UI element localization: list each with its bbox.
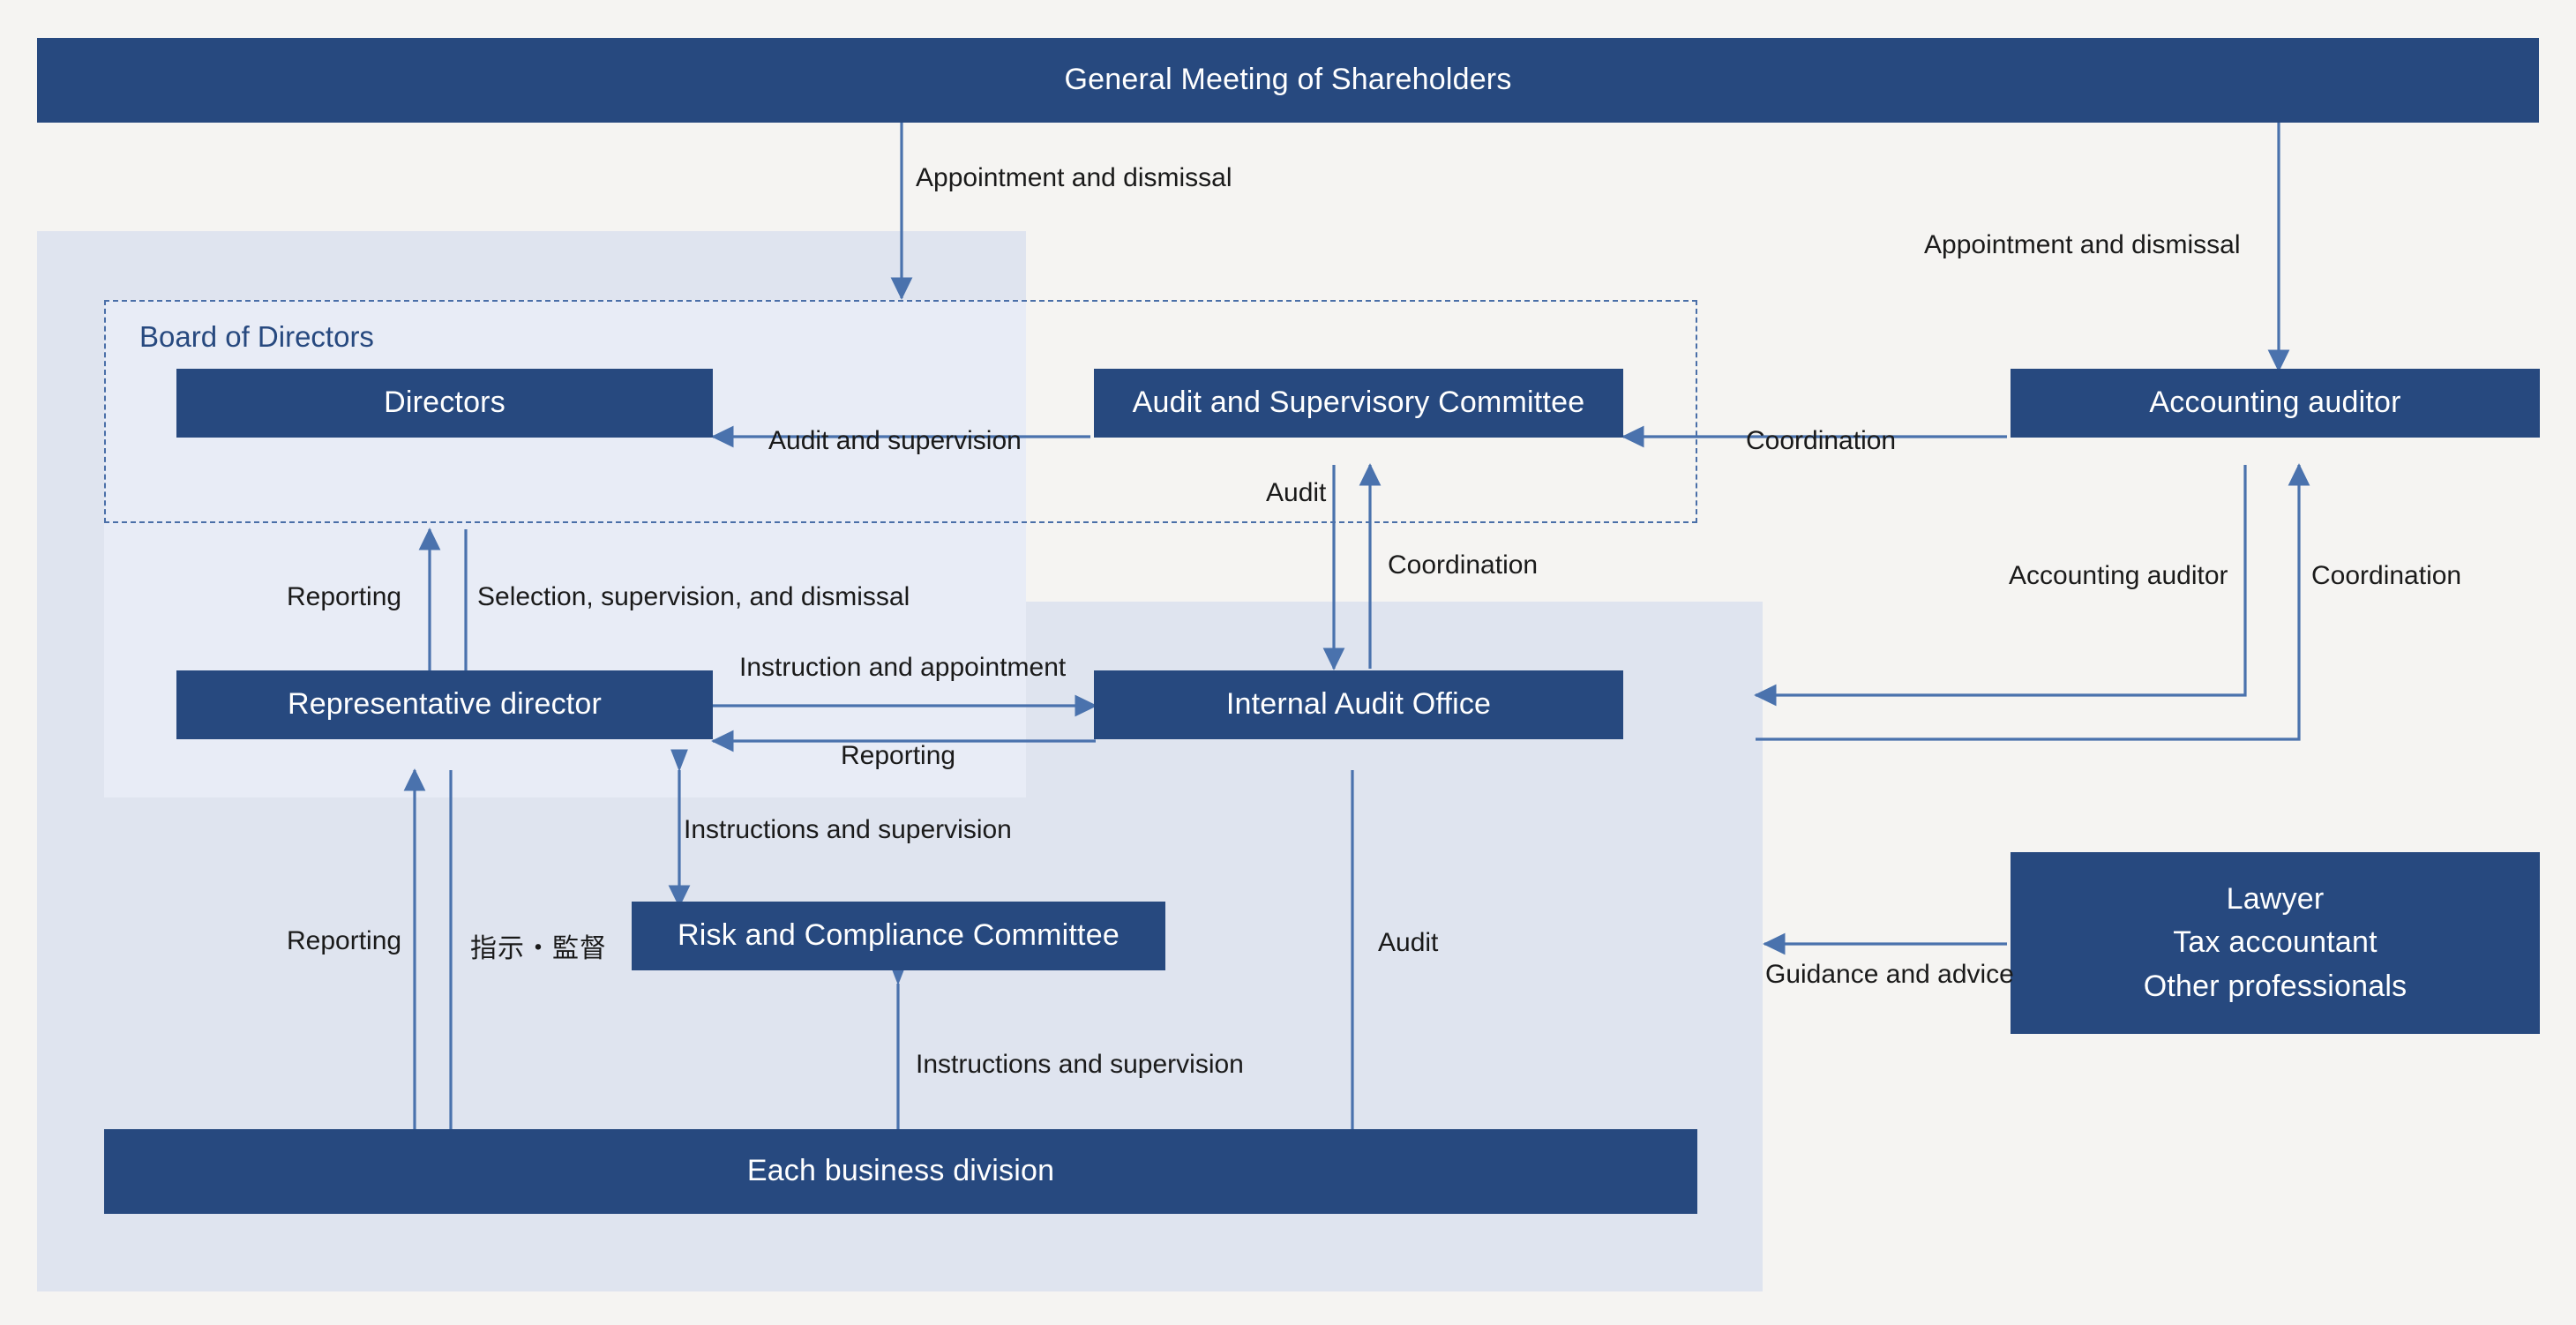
label-instructions-supervision-division: Instructions and supervision (916, 1050, 1244, 1079)
label-selection-supervision-dismissal: Selection, supervision, and dismissal (477, 582, 910, 611)
board-of-directors-group (104, 300, 1697, 523)
label-reporting-division: Reporting (287, 926, 402, 955)
professional-lawyer: Lawyer (2226, 882, 2325, 917)
label-coordination-office-committee: Coordination (1388, 550, 1539, 580)
label-reporting-office-to-director: Reporting (841, 741, 956, 770)
label-guidance-and-advice: Guidance and advice (1765, 960, 2014, 989)
label-audit-office-to-division: Audit (1378, 928, 1439, 957)
node-general-meeting-of-shareholders[interactable]: General Meeting of Shareholders (37, 38, 2539, 123)
node-internal-audit-office[interactable]: Internal Audit Office (1094, 670, 1623, 739)
label-instructions-supervision-risk: Instructions and supervision (684, 815, 1012, 844)
node-representative-director[interactable]: Representative director (176, 670, 713, 739)
label-appointment-dismissal-left: Appointment and dismissal (916, 163, 1232, 192)
professional-other: Other professionals (2143, 969, 2408, 1003)
node-risk-and-compliance-committee[interactable]: Risk and Compliance Committee (632, 902, 1165, 970)
label-coordination-committee-auditor: Coordination (1746, 426, 1897, 455)
label-audit-and-supervision: Audit and supervision (768, 426, 1022, 455)
node-accounting-auditor[interactable]: Accounting auditor (2011, 369, 2540, 438)
board-area-inner-fill (104, 300, 1026, 602)
node-external-professionals[interactable]: Lawyer Tax accountant Other professional… (2011, 852, 2540, 1034)
label-coordination-office-auditor: Coordination (2311, 561, 2462, 590)
node-audit-and-supervisory-committee[interactable]: Audit and Supervisory Committee (1094, 369, 1623, 438)
node-each-business-division[interactable]: Each business division (104, 1129, 1697, 1214)
label-appointment-dismissal-right: Appointment and dismissal (1924, 230, 2241, 259)
label-accounting-auditor-to-office: Accounting auditor (2009, 561, 2228, 590)
professional-tax-accountant: Tax accountant (2173, 925, 2378, 960)
label-audit-committee-to-office: Audit (1266, 478, 1327, 507)
label-shiji-kantoku: 指示・監督 (470, 933, 607, 964)
board-of-directors-label: Board of Directors (139, 320, 374, 353)
label-reporting-directors: Reporting (287, 582, 402, 611)
node-directors[interactable]: Directors (176, 369, 713, 438)
label-instruction-and-appointment: Instruction and appointment (739, 653, 1067, 682)
